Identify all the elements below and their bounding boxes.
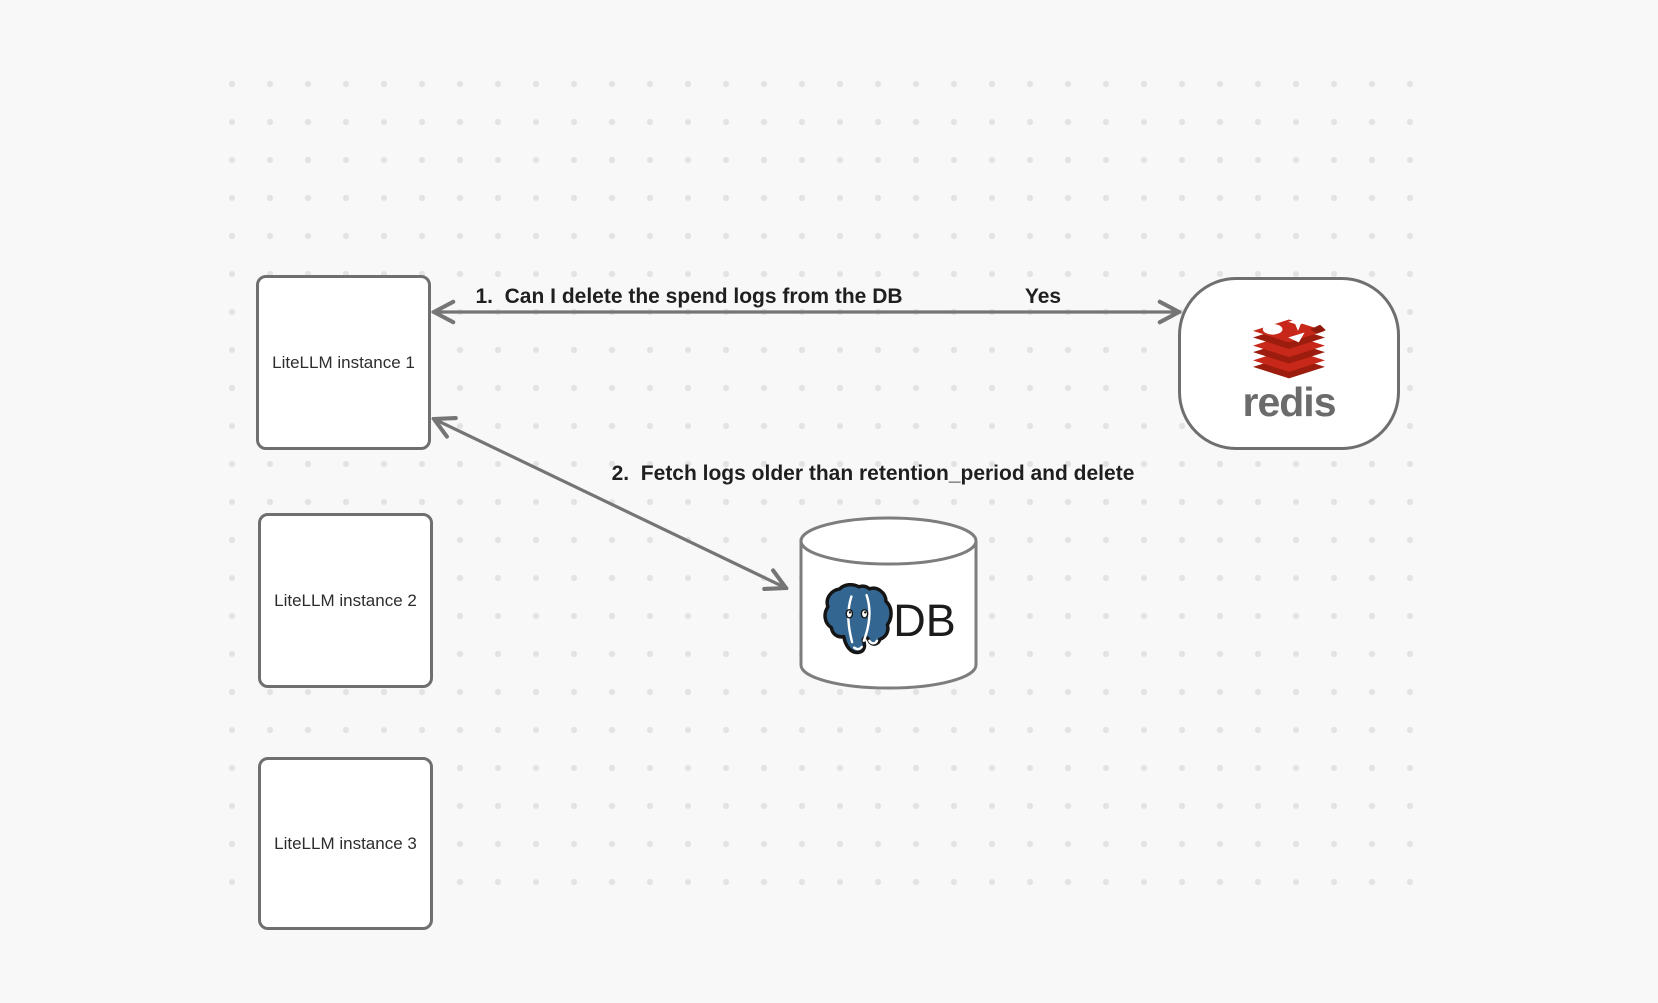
edge-label-yes-response: Yes bbox=[1024, 285, 1062, 308]
redis-wordmark: redis bbox=[1242, 379, 1337, 425]
edge-label-fetch-delete: 2. Fetch logs older than retention_perio… bbox=[611, 462, 1135, 485]
node-label: LiteLLM instance 3 bbox=[274, 833, 417, 853]
node-redis: redis bbox=[1178, 277, 1400, 450]
edge-label-delete-question: 1. Can I delete the spend logs from the … bbox=[475, 285, 903, 308]
db-node-content: DB bbox=[800, 568, 977, 672]
postgresql-elephant-icon bbox=[823, 582, 894, 655]
node-litellm-instance-3: LiteLLM instance 3 bbox=[258, 757, 433, 930]
node-litellm-instance-2: LiteLLM instance 2 bbox=[258, 513, 433, 688]
node-label: LiteLLM instance 1 bbox=[272, 352, 415, 372]
db-node-label: DB bbox=[893, 594, 956, 646]
node-label: LiteLLM instance 2 bbox=[274, 590, 417, 610]
redis-logo-icon bbox=[1253, 312, 1326, 379]
node-litellm-instance-1: LiteLLM instance 1 bbox=[256, 275, 431, 450]
